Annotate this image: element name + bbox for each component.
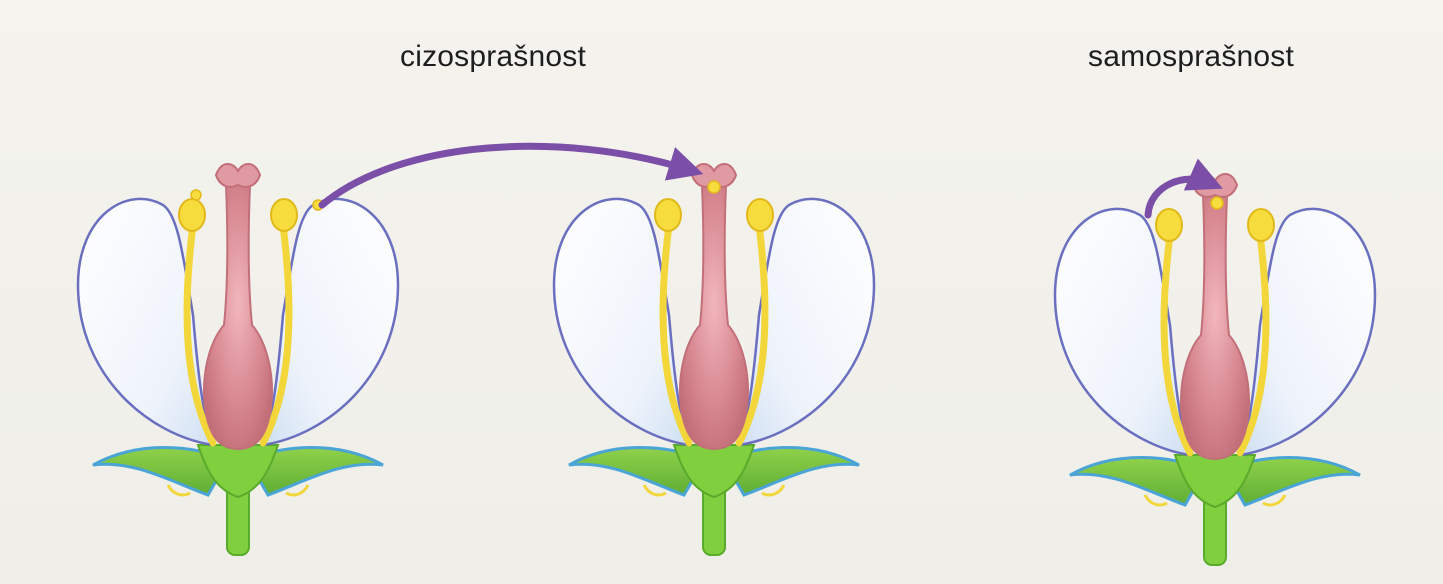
arrow-icon bbox=[322, 146, 690, 205]
flower-icon bbox=[1055, 174, 1375, 565]
flower-icon bbox=[78, 164, 398, 555]
flower-icon bbox=[554, 164, 874, 555]
